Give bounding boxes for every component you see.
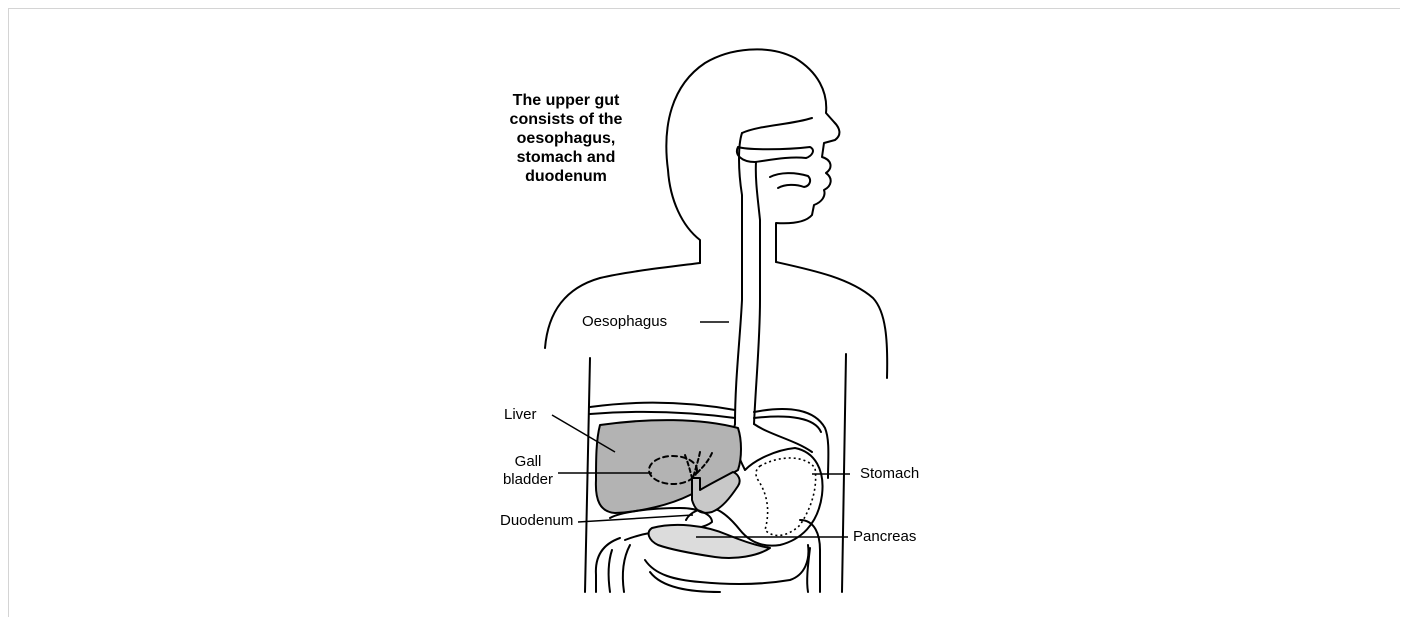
label-oesophagus: Oesophagus — [582, 313, 667, 331]
head-outline — [666, 49, 839, 263]
oesophagus-right-wall — [754, 162, 760, 424]
label-gall-bladder-line1: Gall — [503, 453, 553, 471]
label-stomach: Stomach — [860, 465, 919, 483]
intestine-left — [596, 538, 630, 592]
duodenum-leader — [578, 515, 693, 522]
label-gall-bladder-line2: bladder — [500, 471, 556, 489]
label-liver: Liver — [504, 406, 537, 424]
tongue-outline — [770, 173, 810, 188]
label-duodenum: Duodenum — [500, 512, 573, 530]
label-pancreas: Pancreas — [853, 528, 916, 546]
diagram-caption: The upper gut consists of the oesophagus… — [487, 91, 645, 186]
pharynx-top — [742, 118, 812, 133]
oesophagus-left-wall — [735, 133, 742, 424]
stomach-lining — [756, 458, 816, 535]
intestine-right — [800, 520, 820, 592]
palate-outline — [737, 147, 813, 162]
